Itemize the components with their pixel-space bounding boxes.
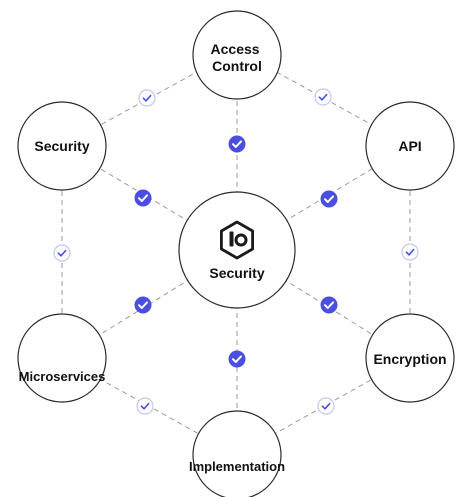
node-security-left: Security bbox=[17, 101, 107, 191]
check-circle-filled-icon bbox=[228, 350, 246, 368]
node-access-control-label-line2: Control bbox=[212, 58, 262, 74]
check-circle-filled-icon bbox=[228, 135, 246, 153]
node-encryption: Encryption bbox=[365, 313, 455, 403]
node-access-control: Access Control bbox=[192, 10, 282, 100]
node-access-control-label-line1: Access bbox=[211, 41, 260, 57]
check-circle-outline-icon bbox=[317, 397, 335, 415]
node-implementation: Implementation bbox=[189, 410, 285, 497]
check-circle-outline-icon bbox=[138, 89, 156, 107]
node-api-label: API bbox=[398, 138, 421, 154]
hexagon-logo-icon bbox=[219, 220, 255, 260]
node-implementation-label: Implementation bbox=[189, 459, 285, 474]
node-microservices-label: Microservices bbox=[19, 369, 106, 384]
check-circle-filled-icon bbox=[134, 189, 152, 207]
outline-check-badges bbox=[53, 88, 419, 415]
filled-check-badges bbox=[134, 135, 338, 368]
check-circle-outline-icon bbox=[53, 244, 71, 262]
check-circle-outline-icon bbox=[314, 88, 332, 106]
check-circle-filled-icon bbox=[320, 190, 338, 208]
svg-text:Access Control: Access Control bbox=[211, 41, 264, 74]
center-label: Security bbox=[209, 265, 264, 281]
check-circle-filled-icon bbox=[320, 296, 338, 314]
node-microservices: Microservices bbox=[17, 313, 107, 403]
node-security-left-label: Security bbox=[34, 138, 89, 154]
node-encryption-label: Encryption bbox=[373, 351, 446, 367]
center-node: Security bbox=[178, 191, 296, 309]
check-circle-filled-icon bbox=[134, 296, 152, 314]
node-api: API bbox=[365, 101, 455, 191]
check-circle-outline-icon bbox=[401, 243, 419, 261]
check-circle-outline-icon bbox=[136, 397, 154, 415]
